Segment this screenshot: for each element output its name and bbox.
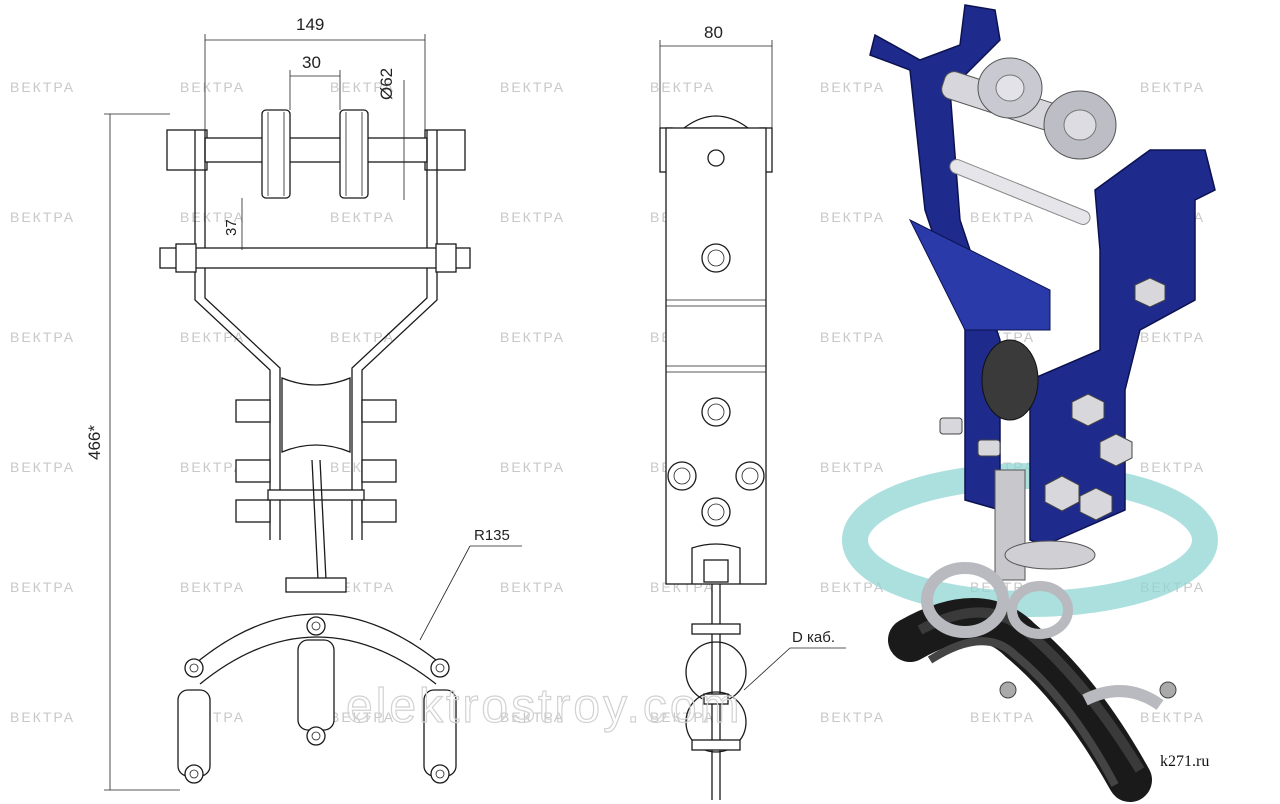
front-cross-bolt xyxy=(159,247,471,269)
watermark-text: ВЕКТРА xyxy=(820,709,885,725)
dim-radius-135: R135 xyxy=(474,527,510,544)
dim-width-149: 149 xyxy=(296,15,324,34)
cable-diameter-label: D каб. xyxy=(792,629,835,646)
front-left-end-block xyxy=(166,129,208,171)
watermark-text: ВЕКТРА xyxy=(820,459,885,475)
render-clamp-right xyxy=(1082,685,1164,710)
dim-offset-37: 37 xyxy=(223,219,240,236)
render-clamp-left xyxy=(921,562,1009,638)
front-hanger-plate xyxy=(285,577,347,593)
front-arc-carrier xyxy=(189,613,447,669)
side-cable-ring-lower xyxy=(685,691,747,753)
watermark-text: ВЕКТРА xyxy=(820,79,885,95)
side-holes xyxy=(667,149,765,527)
watermark-text: ВЕКТРА xyxy=(180,209,245,225)
watermark-text: ВЕКТРА xyxy=(10,79,75,95)
watermark-text: ВЕКТРА xyxy=(1140,709,1205,725)
watermark-text: ВЕКТРА xyxy=(970,209,1035,225)
watermark-text: ВЕКТРА xyxy=(10,459,75,475)
dim-gap-30: 30 xyxy=(302,53,321,72)
render-bolts xyxy=(939,277,1166,521)
watermark-text: ВЕКТРА xyxy=(10,209,75,225)
watermark-text: ВЕКТРА xyxy=(330,79,395,95)
watermark-text: ВЕКТРА xyxy=(500,329,565,345)
watermark-text: ВЕКТРА xyxy=(500,209,565,225)
watermark-text: ВЕКТРА xyxy=(650,709,715,725)
watermark-text: ВЕКТРА xyxy=(180,459,245,475)
watermark-text: ВЕКТРА xyxy=(1140,459,1205,475)
watermark-text: ВЕКТРА xyxy=(10,709,75,725)
dim-diameter-62: Ø62 xyxy=(377,68,396,100)
front-middle-roller xyxy=(281,377,351,453)
watermark-text: ВЕКТРА xyxy=(180,579,245,595)
front-left-roller xyxy=(261,109,291,199)
dim-height-466: 466* xyxy=(85,425,104,460)
watermark-text: ВЕКТРА xyxy=(1140,329,1205,345)
watermark-text: ВЕКТРА xyxy=(500,459,565,475)
watermark-text: ВЕКТРА xyxy=(500,579,565,595)
watermark-text: ВЕКТРА xyxy=(1140,79,1205,95)
site-watermark: elektrostroy.com xyxy=(346,680,743,733)
watermark-text: ВЕКТРА xyxy=(820,579,885,595)
watermark-text: ВЕКТРА xyxy=(330,209,395,225)
watermark-text: ВЕКТРА xyxy=(500,79,565,95)
watermark-text: ВЕКТРА xyxy=(330,329,395,345)
watermark-text: ВЕКТРА xyxy=(820,209,885,225)
watermark-text: ВЕКТРА xyxy=(180,79,245,95)
site-code-label: k271.ru xyxy=(1160,753,1209,770)
front-right-end-block xyxy=(424,129,466,171)
watermark-text: ВЕКТРА xyxy=(330,709,395,725)
front-clamp-left xyxy=(177,689,211,777)
isometric-render xyxy=(842,4,1218,802)
front-right-roller xyxy=(339,109,369,199)
front-view-drawing: 149 30 Ø62 37 466* R135 xyxy=(85,15,522,791)
watermark-text: ВЕКТРА xyxy=(500,709,565,725)
watermark-text: ВЕКТРА xyxy=(820,329,885,345)
watermark-text: ВЕКТРА xyxy=(10,579,75,595)
dim-width-80: 80 xyxy=(704,23,723,42)
watermark-text: ВЕКТРА xyxy=(180,329,245,345)
front-bolts xyxy=(235,399,397,523)
blue-bracket-right xyxy=(1029,149,1216,546)
front-clamp-center xyxy=(297,639,335,731)
roller-middle xyxy=(981,339,1039,421)
watermark-text: ВЕКТРА xyxy=(10,329,75,345)
side-view-drawing: 80 D каб. xyxy=(659,23,846,800)
watermark-text: ВЕКТРА xyxy=(650,79,715,95)
watermark-text: ВЕКТРА xyxy=(970,709,1035,725)
front-dimension-lines xyxy=(104,34,522,791)
